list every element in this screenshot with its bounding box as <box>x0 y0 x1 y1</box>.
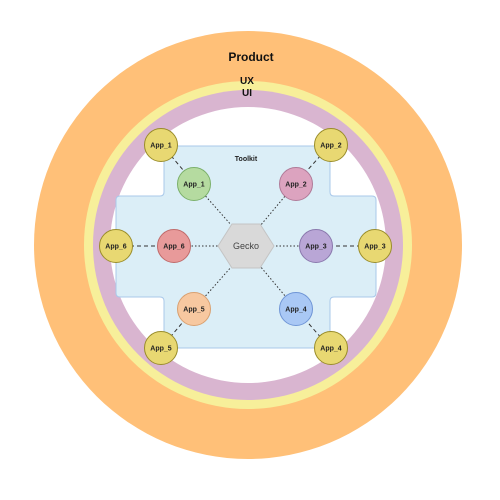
core-label: Gecko <box>233 241 259 251</box>
outer-app-5: App_5 <box>144 331 178 365</box>
outer-app-4-label: App_4 <box>320 346 342 353</box>
inner-app-2: App_2 <box>279 167 313 201</box>
inner-app-1-circle <box>177 167 211 201</box>
inner-app-1: App_1 <box>177 167 211 201</box>
ux-label: UX <box>240 76 254 87</box>
inner-app-6-label: App_6 <box>163 244 185 251</box>
outer-app-3: App_3 <box>358 229 392 263</box>
inner-app-4-label: App_4 <box>285 307 307 314</box>
core-link-5 <box>193 265 233 310</box>
core-node: Gecko <box>217 223 275 269</box>
inner-app-4: App_4 <box>279 292 313 326</box>
inner-app-2-circle <box>279 167 313 201</box>
outer-app-1: App_1 <box>144 128 178 162</box>
inner-app-6-circle <box>157 229 191 263</box>
inner-app-3: App_3 <box>299 229 333 263</box>
outer-app-5-label: App_5 <box>150 346 172 353</box>
inner-app-3-circle <box>299 229 333 263</box>
outer-app-3-circle <box>358 229 392 263</box>
outer-app-3-label: App_3 <box>364 244 386 251</box>
outer-app-2-label: App_2 <box>320 143 342 150</box>
product-label: Product <box>228 50 273 64</box>
toolkit-label: Toolkit <box>235 156 258 163</box>
inner-app-5-label: App_5 <box>183 307 205 314</box>
outer-app-1-label: App_1 <box>150 143 172 150</box>
inner-app-5-circle <box>177 292 211 326</box>
inner-app-4-circle <box>279 292 313 326</box>
inner-app-6: App_6 <box>157 229 191 263</box>
inner-app-2-label: App_2 <box>285 182 307 189</box>
ui-label: UI <box>242 88 252 99</box>
outer-app-4-circle <box>314 331 348 365</box>
core-hexagon <box>217 223 275 269</box>
outer-app-5-circle <box>144 331 178 365</box>
core-link-1 <box>193 182 233 227</box>
outer-app-2: App_2 <box>314 128 348 162</box>
outer-app-2-circle <box>314 128 348 162</box>
outer-app-6: App_6 <box>99 229 133 263</box>
inner-app-3-label: App_3 <box>305 244 327 251</box>
outer-app-6-label: App_6 <box>105 244 127 251</box>
core-link-4 <box>259 265 297 310</box>
outer-app-6-circle <box>99 229 133 263</box>
inner-app-5: App_5 <box>177 292 211 326</box>
outer-app-1-circle <box>144 128 178 162</box>
outer-app-4: App_4 <box>314 331 348 365</box>
core-link-2 <box>259 182 297 227</box>
inner-app-1-label: App_1 <box>183 182 205 189</box>
